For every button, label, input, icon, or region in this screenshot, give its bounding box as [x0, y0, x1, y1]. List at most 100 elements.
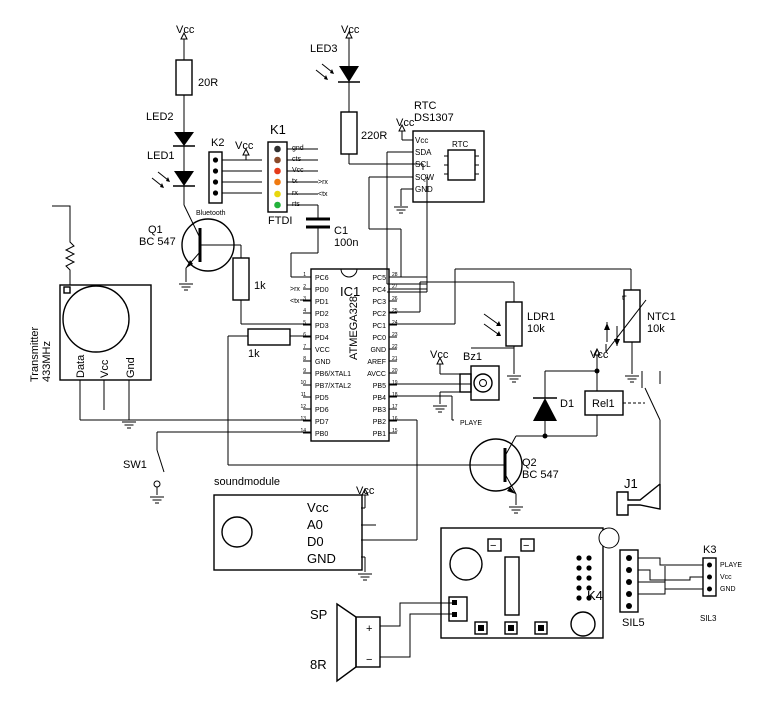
svg-text:PLAYE: PLAYE [460, 420, 482, 427]
ic1-left-pin-number: 9 [303, 368, 306, 374]
svg-text:IC1: IC1 [340, 284, 360, 299]
svg-text:LED3: LED3 [310, 43, 338, 55]
ic1-right-pin-label: PB4 [373, 395, 386, 402]
ic1-left-pin-number: 14 [300, 428, 306, 434]
ic1-left-pin-label: PD2 [315, 311, 329, 318]
mp3-header-pin [586, 555, 592, 561]
svg-text:220R: 220R [361, 130, 387, 142]
svg-text:Vcc: Vcc [590, 349, 609, 361]
relay-rel1: Rel1 [516, 371, 661, 484]
svg-text:D0: D0 [307, 534, 324, 549]
svg-text:A0: A0 [307, 517, 323, 532]
ic1-right-pin-label: PC1 [372, 323, 386, 330]
svg-text:−: − [490, 540, 496, 552]
svg-text:Vcc: Vcc [356, 485, 375, 497]
svg-text:Vcc: Vcc [396, 117, 415, 129]
svg-text:C1: C1 [334, 225, 348, 237]
ic1-left-pin-number: 12 [300, 404, 306, 410]
svg-text:Vcc: Vcc [307, 500, 329, 515]
ic1-left-pin-label: PD3 [315, 323, 329, 330]
mp3-header-pin [586, 595, 592, 601]
ic1-right-pin-number: 18 [392, 392, 398, 398]
ic1-left-pin-number: 8 [303, 356, 306, 362]
mp3-header-pin [576, 595, 582, 601]
transistor-q2: Q2 BC 547 [469, 435, 559, 495]
svg-text:Rel1: Rel1 [592, 398, 615, 410]
svg-text:BC 547: BC 547 [139, 236, 176, 248]
svg-text:D1: D1 [560, 398, 574, 410]
resistor-1k-base: 1k [232, 257, 266, 301]
svg-text:−: − [366, 654, 372, 666]
svg-text:ATMEGA328: ATMEGA328 [348, 296, 360, 360]
vcc-supply-led-chain: Vcc [176, 24, 195, 40]
ic1-right-pin-number: 26 [392, 296, 398, 302]
svg-text:Bluetooth: Bluetooth [196, 210, 226, 217]
speaker-sp: + − SP 8R [310, 602, 452, 683]
k1-ftdi-header: K1 FTDI gnd cts Vcc tx rx rts >rx <tx [267, 122, 328, 227]
svg-text:Gnd: Gnd [125, 357, 137, 378]
ic1-right-pin-number: 24 [392, 320, 398, 326]
ic1-right-pin-number: 23 [392, 332, 398, 338]
ic1-right-pin-label: PC4 [372, 287, 386, 294]
svg-text:1k: 1k [248, 348, 260, 360]
ic1-right-pin-number: 21 [392, 356, 398, 362]
ic1-right-pin-label: PB1 [373, 431, 386, 438]
svg-text:−: − [523, 540, 529, 552]
ic1-left-pin-label: PB7/XTAL2 [315, 383, 351, 390]
svg-text:Vcc: Vcc [235, 140, 254, 152]
svg-text:Data: Data [75, 354, 87, 378]
ic1-left-pin-label: PB6/XTAL1 [315, 371, 351, 378]
svg-text:DS1307: DS1307 [414, 112, 454, 124]
svg-text:Vcc: Vcc [430, 349, 449, 361]
led1: LED1 [147, 150, 195, 188]
mp3-header-pin [586, 575, 592, 581]
resistor-1k-horizontal: 1k [247, 328, 291, 360]
ic1-left-pin-number: 7 [303, 344, 306, 350]
svg-text:SIL5: SIL5 [622, 617, 645, 629]
ic1-left-pin-label: PC6 [315, 275, 329, 282]
svg-text:NTC1: NTC1 [647, 311, 676, 323]
svg-text:BC 547: BC 547 [522, 469, 559, 481]
svg-text:SQW: SQW [415, 173, 435, 182]
ic1-right-pin-number: 25 [392, 308, 398, 314]
svg-text:GND: GND [307, 551, 336, 566]
rtc-ds1307-module: RTC DS1307 RTC Vcc SDA SCL SQW GND Vcc [396, 100, 485, 203]
ic1-right-pin-label: PC5 [372, 275, 386, 282]
diode-d1: D1 [533, 371, 574, 439]
ic1-right-pin-label: PB5 [373, 383, 386, 390]
ic1-right-pin-number: 17 [392, 404, 398, 410]
ic1-right-pin-label: PC0 [372, 335, 386, 342]
vcc-supply-led3: Vcc [341, 24, 360, 39]
svg-text:LED2: LED2 [146, 111, 174, 123]
svg-text:Transmitter: Transmitter [29, 326, 41, 382]
ic1-left-pin-label: PD4 [315, 335, 329, 342]
ic1-left-pin-label: PD1 [315, 299, 329, 306]
ic1-right-pin-label: PC3 [372, 299, 386, 306]
svg-text:K2: K2 [211, 137, 224, 149]
svg-text:1k: 1k [254, 280, 266, 292]
k2-bluetooth-header: K2 Bluetooth Vcc [196, 137, 262, 217]
ic1-left-pin-number: 13 [300, 416, 306, 422]
jack-j1: J1 [616, 476, 661, 516]
svg-text:K1: K1 [270, 122, 286, 137]
ic1-left-pin-label: PD5 [315, 395, 329, 402]
svg-text:Vcc: Vcc [415, 136, 428, 145]
ic1-left-pin-number: 4 [303, 308, 306, 314]
capacitor-c1: C1 100n [290, 205, 358, 278]
ic1-left-pin-label: PD7 [315, 419, 329, 426]
svg-text:PLAYE: PLAYE [720, 562, 742, 569]
led2: LED2 [146, 111, 195, 147]
svg-text:J1: J1 [624, 476, 638, 491]
resistor-220r: 220R [340, 111, 387, 155]
transistor-q1: Q1 BC 547 [139, 204, 235, 272]
ic1-right-pin-label: AVCC [367, 371, 386, 378]
svg-text:FTDI: FTDI [268, 215, 292, 227]
svg-text:Q1: Q1 [148, 224, 163, 236]
ic1-right-pin-number: 16 [392, 416, 398, 422]
ic1-left-pin-label: VCC [315, 347, 330, 354]
svg-text:10k: 10k [527, 323, 545, 335]
relay-supply: Vcc [545, 348, 609, 374]
ic1-right-pin-number: 28 [392, 272, 398, 278]
